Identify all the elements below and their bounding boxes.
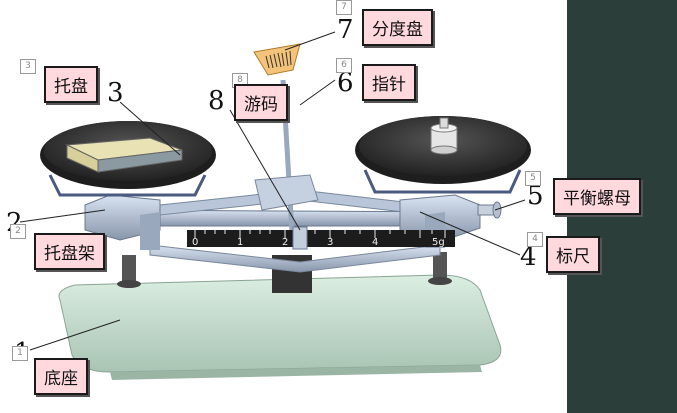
label-base: 底座 [34,358,88,395]
scale-ruler-shape [187,230,455,247]
label-scale-ruler: 标尺 [546,236,600,273]
label-pointer: 指针 [362,64,416,101]
badge-2: 2 [10,224,26,239]
label-tray: 托盘 [44,66,98,103]
rider-shape [292,226,308,250]
number-7: 7 [337,15,354,45]
leader-4 [419,211,521,256]
leader-7 [284,31,336,51]
left-foot [122,255,136,285]
right-pan [355,116,531,194]
leader-1 [29,319,121,351]
left-pan [40,121,216,197]
dial-shape [253,43,301,76]
base-shape [58,274,502,380]
ruler-tick-3: 3 [327,237,333,248]
badge-1: 1 [12,346,28,361]
leader-6 [299,79,336,106]
number-8: 8 [208,86,225,116]
right-foot [433,252,447,282]
leader-5 [494,199,526,211]
label-tray-holder: 托盘架 [34,233,105,270]
number-6: 6 [337,68,354,98]
badge-5: 5 [525,171,541,186]
ruler-tick-5: 5g [432,237,445,248]
badge-3: 3 [20,59,36,74]
leader-2 [19,209,106,223]
leader-3 [119,101,181,156]
badge-6: 6 [336,58,352,73]
ruler-tick-2: 2 [282,237,288,248]
label-dial: 分度盘 [362,9,433,46]
label-balance-nut: 平衡螺母 [553,178,641,215]
ruler-tick-0: 0 [192,237,198,248]
leader-8 [229,109,301,231]
badge-7: 7 [336,0,352,15]
number-5: 5 [527,181,544,211]
badge-4: 4 [527,232,543,247]
ruler-tick-1: 1 [237,237,243,248]
number-4: 4 [520,242,537,272]
ruler-tick-4: 4 [372,237,378,248]
number-3: 3 [107,78,124,108]
label-rider: 游码 [234,84,288,121]
